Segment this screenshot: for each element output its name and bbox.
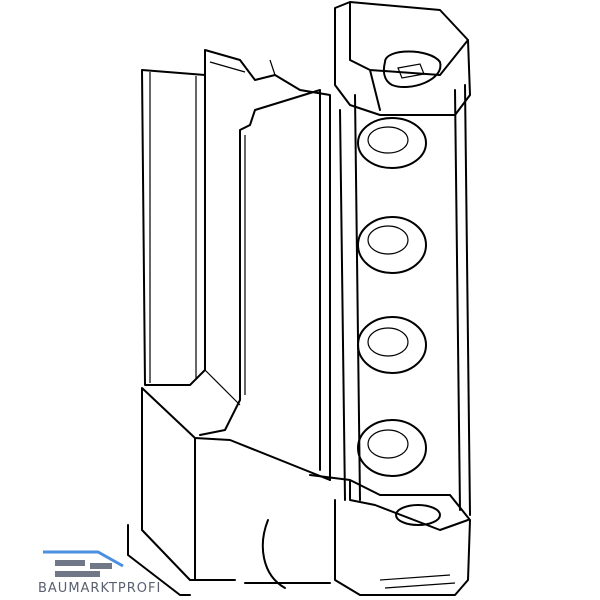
plate-edge <box>149 72 197 383</box>
lower-slot <box>127 524 191 596</box>
screw-holes <box>357 117 427 477</box>
lower-curve <box>244 519 331 589</box>
right-rail <box>339 84 471 516</box>
body-bevel <box>204 59 276 406</box>
bottom-knuckle <box>309 474 471 596</box>
left-plate <box>141 69 206 386</box>
logo-roof-icon <box>43 550 124 577</box>
bottom-pin-hole <box>395 504 441 526</box>
middle-body <box>199 49 331 481</box>
lower-block <box>141 387 331 581</box>
logo-text: BAUMARKTPROFI <box>38 581 162 596</box>
top-socket <box>382 50 442 88</box>
baumarktprofi-logo: BAUMARKTPROFI <box>38 548 168 598</box>
top-knuckle <box>334 1 471 116</box>
